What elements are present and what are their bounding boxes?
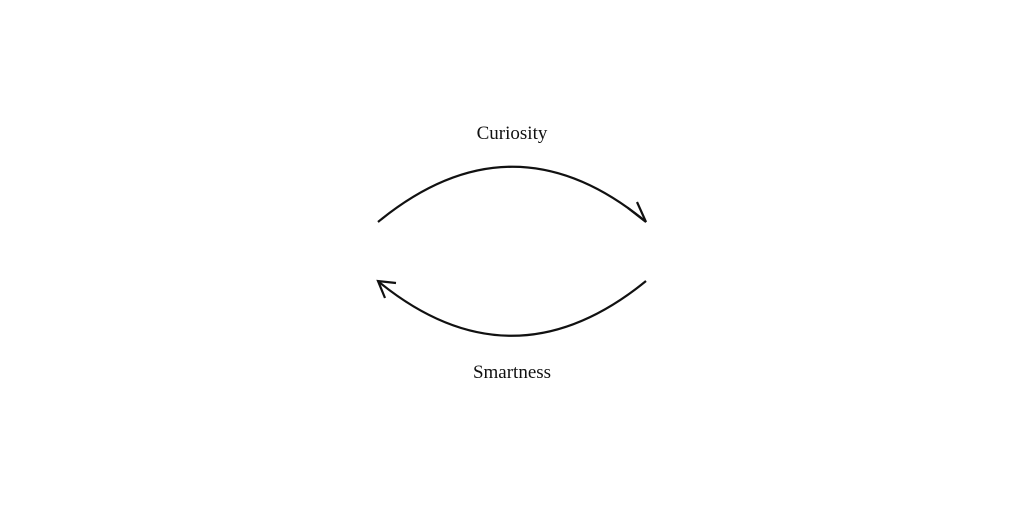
bottom-arc-arrow	[378, 280, 647, 337]
top-arrowhead-icon	[627, 201, 648, 223]
top-arc-arrow	[377, 165, 646, 223]
curiosity-label: Curiosity	[476, 123, 548, 144]
bottom-arrowhead-icon	[376, 279, 397, 299]
smartness-label: Smartness	[472, 362, 552, 383]
